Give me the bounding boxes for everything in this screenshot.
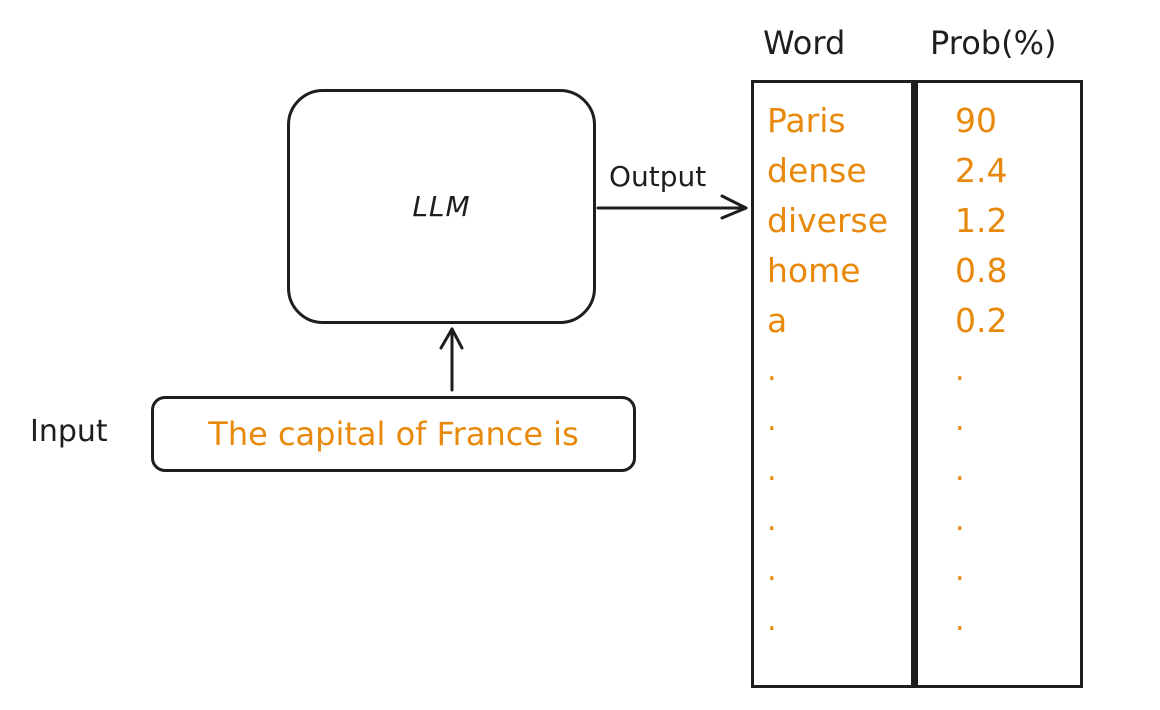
prob-cell: 2.4 bbox=[955, 151, 1008, 190]
llm-label: LLM bbox=[412, 190, 471, 223]
llm-box: LLM bbox=[287, 89, 596, 324]
input-text: The capital of France is bbox=[208, 415, 579, 453]
table-column-divider bbox=[911, 80, 918, 685]
word-cell: Paris bbox=[767, 101, 846, 140]
word-ellipsis: . bbox=[767, 503, 777, 538]
prob-cell: 1.2 bbox=[955, 201, 1008, 240]
prob-ellipsis: . bbox=[955, 503, 965, 538]
input-to-llm-arrow bbox=[439, 327, 464, 392]
prob-cell: 90 bbox=[955, 101, 997, 140]
prob-ellipsis: . bbox=[955, 603, 965, 638]
input-box: The capital of France is bbox=[151, 396, 636, 472]
table-header-prob: Prob(%) bbox=[930, 24, 1057, 62]
prob-cell: 0.2 bbox=[955, 301, 1008, 340]
table-header-word: Word bbox=[763, 24, 846, 62]
word-ellipsis: . bbox=[767, 453, 777, 488]
prob-ellipsis: . bbox=[955, 553, 965, 588]
word-ellipsis: . bbox=[767, 603, 777, 638]
word-ellipsis: . bbox=[767, 353, 777, 388]
word-ellipsis: . bbox=[767, 403, 777, 438]
prob-ellipsis: . bbox=[955, 403, 965, 438]
input-label: Input bbox=[30, 414, 108, 449]
word-cell: a bbox=[767, 301, 788, 340]
word-cell: dense bbox=[767, 151, 867, 190]
word-ellipsis: . bbox=[767, 553, 777, 588]
output-label: Output bbox=[609, 160, 707, 193]
word-column: Paris dense diverse home a . . . . . . bbox=[767, 96, 907, 646]
word-cell: diverse bbox=[767, 201, 889, 240]
prob-ellipsis: . bbox=[955, 353, 965, 388]
prob-cell: 0.8 bbox=[955, 251, 1008, 290]
word-cell: home bbox=[767, 251, 861, 290]
prob-column: 90 2.4 1.2 0.8 0.2 . . . . . . bbox=[955, 96, 1075, 646]
llm-to-output-arrow bbox=[596, 194, 748, 220]
prob-ellipsis: . bbox=[955, 453, 965, 488]
